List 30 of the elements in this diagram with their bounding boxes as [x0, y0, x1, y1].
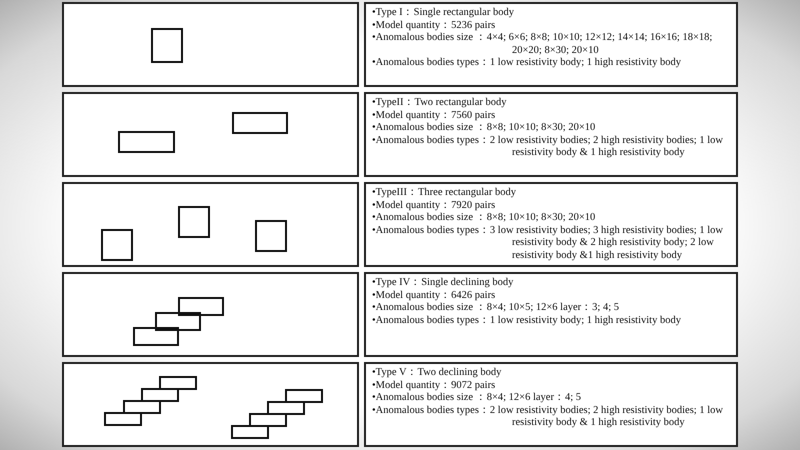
description-panel [364, 272, 738, 357]
description-line: •Anomalous bodies types：2 low resistivity bodies; 2 high resistivity bodies; 1 low resistivity body & 1 high resistivity body [372, 404, 724, 430]
description-line: •Anomalous bodies size ：8×8; 10×10; 8×30; 20×10 [372, 122, 596, 134]
description-line: •Model quantity：9072 pairs [372, 380, 496, 392]
description-panel [364, 92, 738, 177]
description-panel [364, 182, 738, 267]
model-panel [62, 92, 359, 177]
description-line: •Anomalous bodies types：1 low resistivity body; 1 high resistivity body [372, 57, 682, 70]
description-line: •Model quantity：6426 pairs [372, 290, 496, 302]
description-line: •Anomalous bodies types：1 low resistivity body; 1 high resistivity body [372, 314, 682, 327]
description-panel [364, 2, 738, 87]
model-panel [62, 2, 359, 87]
type-heading: •TypeII：Two rectangular body [372, 97, 508, 110]
description-line: •Model quantity：7560 pairs [372, 110, 496, 122]
description-line: •Anomalous bodies size ：8×4; 12×6 layer：4; 5 [372, 392, 582, 404]
type-heading: •Type V：Two declining body [372, 367, 502, 380]
type-heading: •Type IV：Single declining body [372, 277, 514, 290]
description-line: •Model quantity：5236 pairs [372, 20, 496, 32]
description-line: •Model quantity：7920 pairs [372, 200, 496, 212]
model-panel [62, 182, 359, 267]
description-line: •Anomalous bodies types：2 low resistivity bodies; 2 high resistivity bodies; 1 low resistivity body & 1 high resistivity body [372, 134, 724, 160]
type-heading: •TypeIII：Three rectangular body [372, 187, 517, 200]
description-line: •Anomalous bodies types：3 low resistivity bodies; 3 high resistivity bodies; 1 low resistivity body & 2 high resistivity body; 2 low resistivity body &1 high resistivity body [372, 224, 724, 262]
type-heading: •Type I：Single rectangular body [372, 7, 515, 20]
model-panel [62, 362, 359, 447]
description-line: •Anomalous bodies size ：4×4; 6×6; 8×8; 10×10; 12×12; 14×14; 16×16; 18×18; 20×20; 8×30; 20×10 [372, 32, 714, 57]
description-panel [364, 362, 738, 447]
description-line: •Anomalous bodies size ：8×4; 10×5; 12×6 layer：3; 4; 5 [372, 302, 620, 314]
model-panel [62, 272, 359, 357]
description-line: •Anomalous bodies size ：8×8; 10×10; 8×30; 20×10 [372, 212, 596, 224]
